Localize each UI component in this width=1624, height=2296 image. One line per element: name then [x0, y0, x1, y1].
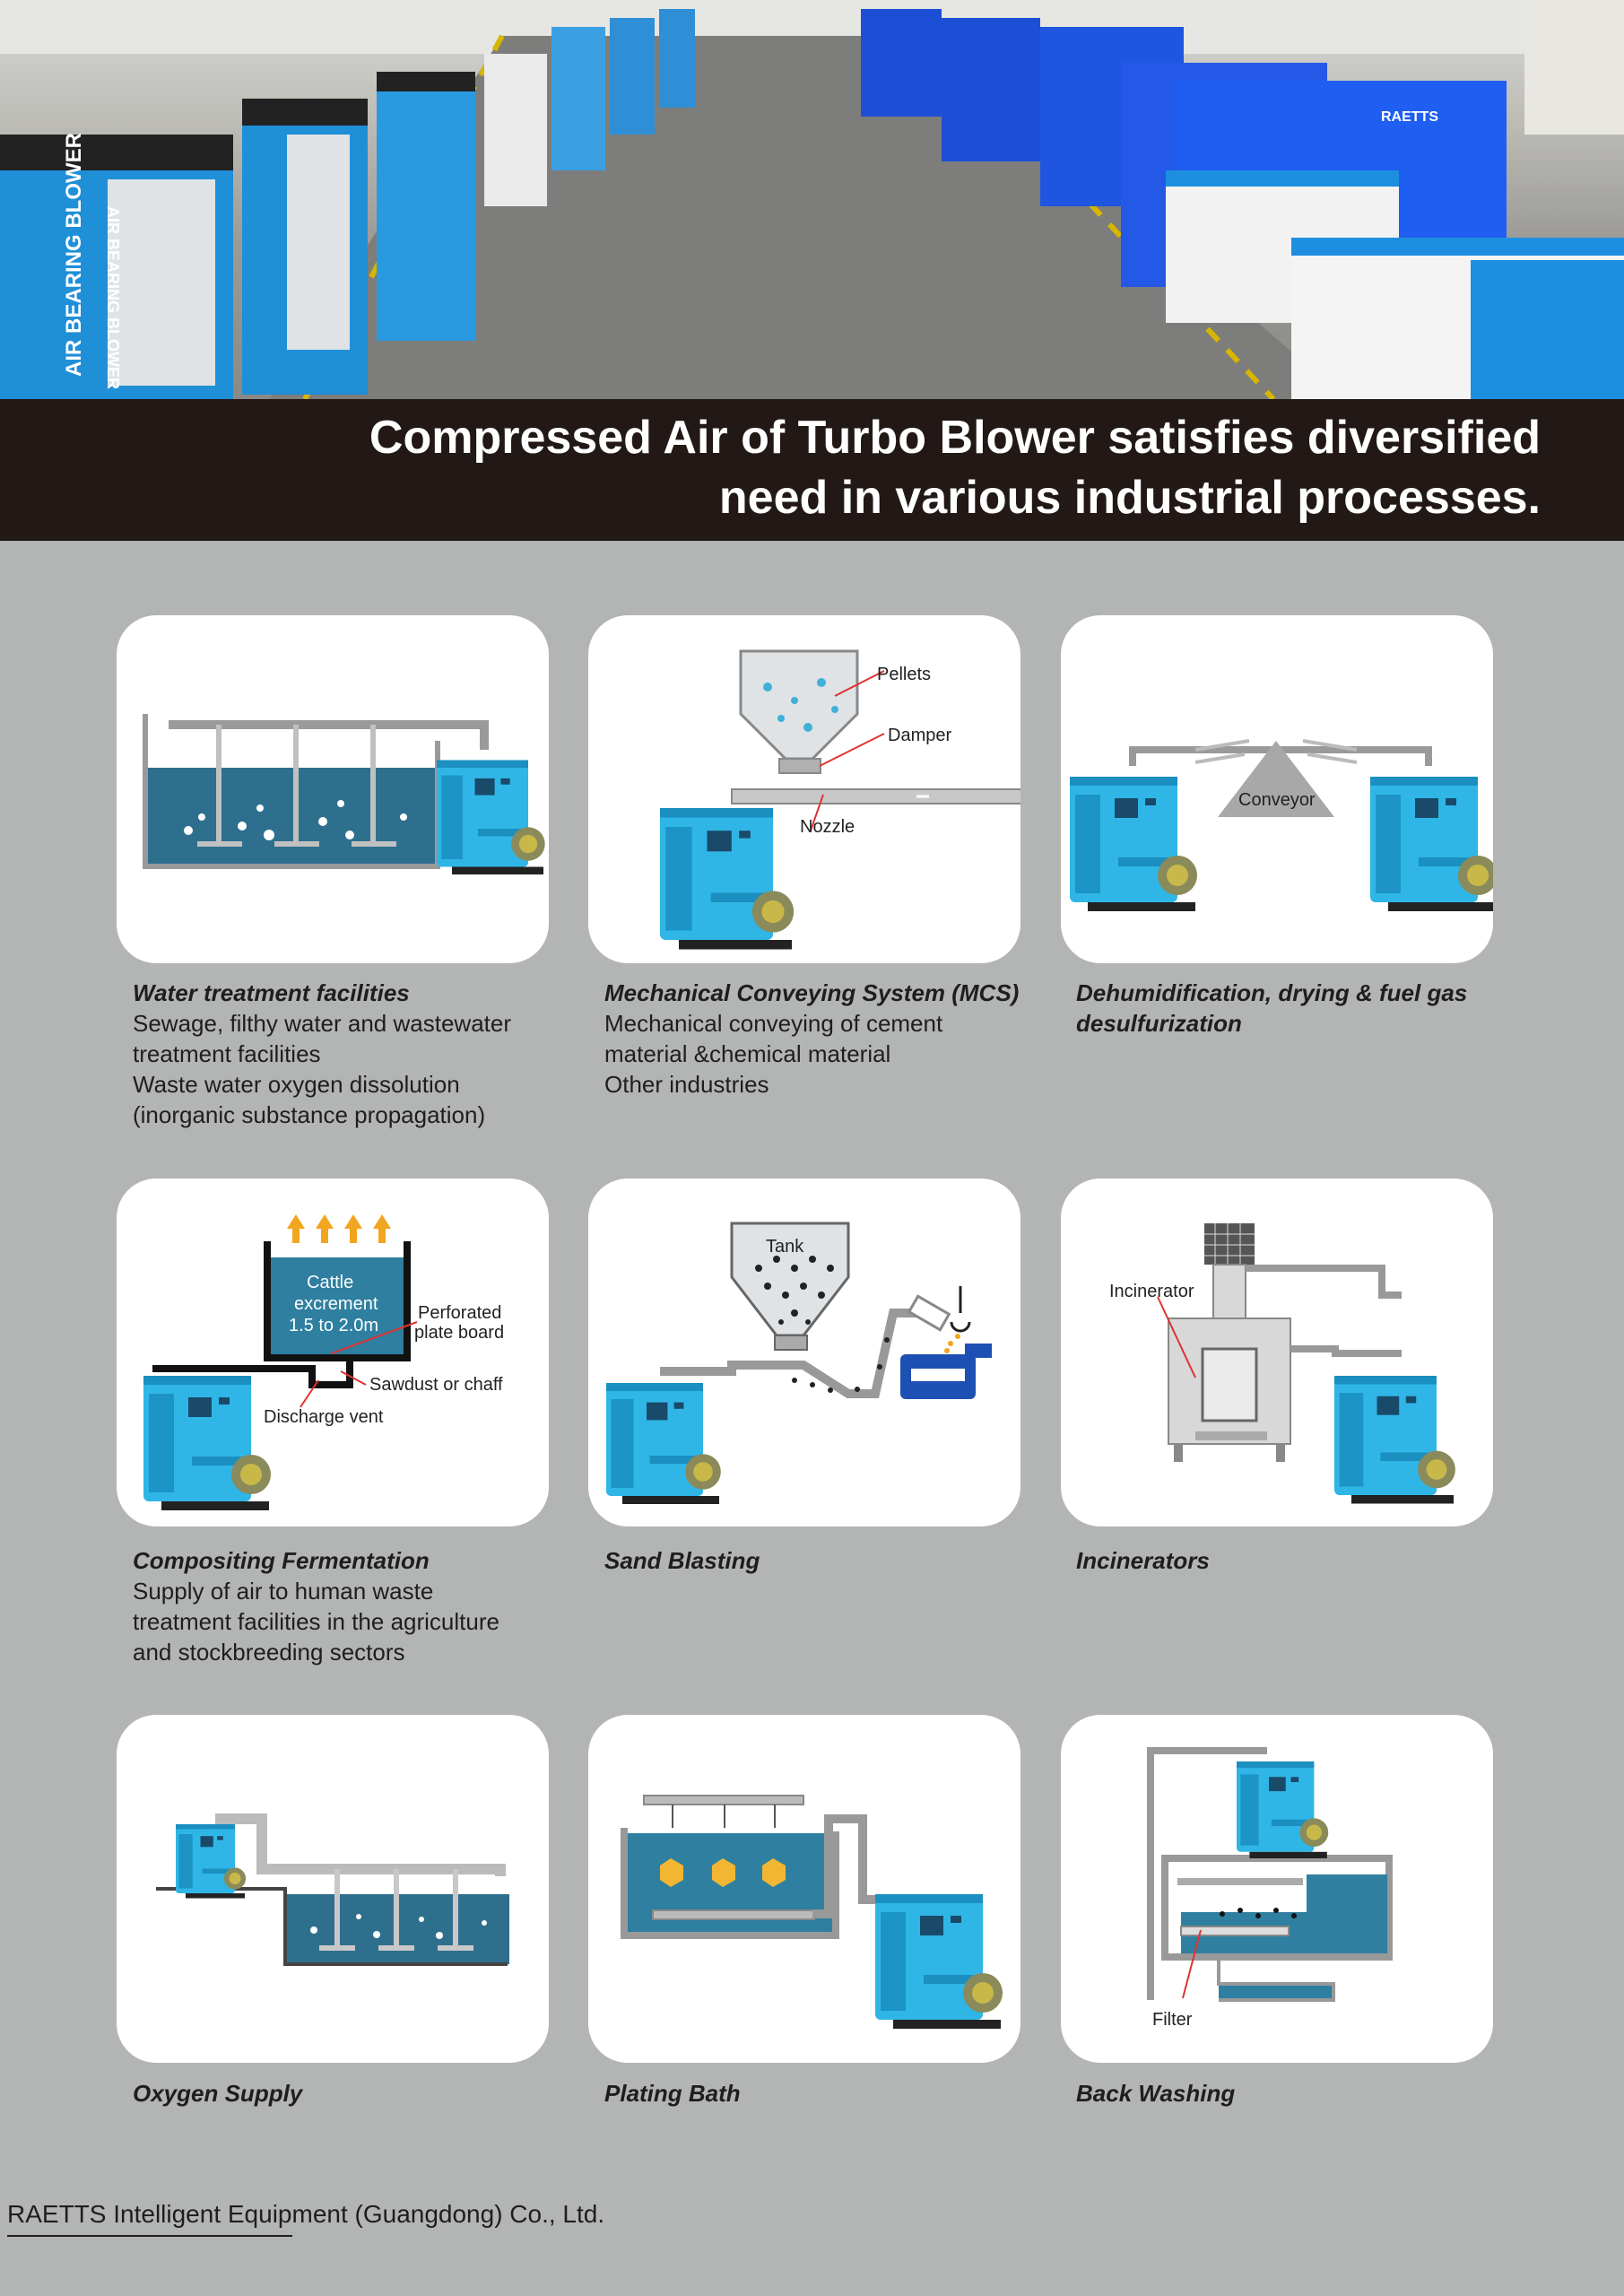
caption-water-treatment: Water treatment facilities Sewage, filth…	[133, 978, 554, 1130]
hero-brand: RAETTS	[1381, 109, 1438, 125]
card-sand-blasting: Tank	[588, 1178, 1020, 1526]
caption-mechanical-conveying: Mechanical Conveying System (MCS) Mechan…	[604, 978, 1026, 1100]
card-incinerators: Incinerator	[1061, 1178, 1493, 1526]
label-plate-board: plate board	[414, 1323, 504, 1343]
machine-text-1: AIR BEARING BLOWER	[62, 133, 86, 377]
dehumidification-diagram: Conveyor	[1070, 739, 1493, 911]
caption-line: material &chemical material	[604, 1040, 891, 1067]
caption-sand-blasting: Sand Blasting	[604, 1545, 1026, 1576]
label-nozzle: Nozzle	[800, 817, 855, 837]
caption-line: Supply of air to human waste	[133, 1578, 434, 1605]
page-title-line-1: Compressed Air of Turbo Blower satisfies…	[369, 412, 1541, 464]
caption-title: Back Washing	[1076, 2080, 1236, 2107]
footer-underline	[7, 2235, 292, 2237]
label-cattle: Cattle	[307, 1273, 353, 1292]
caption-line: treatment facilities	[133, 1040, 321, 1067]
card-oxygen-supply	[117, 1715, 549, 2063]
label-sawdust: Sawdust or chaff	[369, 1375, 503, 1395]
composting-diagram: Cattle excrement 1.5 to 2.0m Perforated …	[143, 1214, 504, 1510]
caption-line: Other industries	[604, 1071, 769, 1098]
company-name: RAETTS Intelligent Equipment (Guangdong)…	[7, 2200, 605, 2228]
card-composting: Cattle excrement 1.5 to 2.0m Perforated …	[117, 1178, 549, 1526]
caption-title: Mechanical Conveying System (MCS)	[604, 979, 1020, 1006]
label-conveyor: Conveyor	[1238, 790, 1316, 810]
caption-title: Compositing Fermentation	[133, 1547, 430, 1574]
card-back-washing: Filter	[1061, 1715, 1493, 2063]
warehouse-illustration: AIR BEARING BLOWER AIR BEARING BLOWER RA…	[0, 0, 1624, 399]
label-filter: Filter	[1152, 2010, 1193, 2030]
caption-title: Plating Bath	[604, 2080, 741, 2107]
label-tank: Tank	[766, 1237, 804, 1257]
caption-line: Waste water oxygen dissolution	[133, 1071, 460, 1098]
title-banner: Compressed Air of Turbo Blower satisfies…	[0, 399, 1624, 541]
water-treatment-diagram	[143, 714, 545, 874]
caption-title-line-2: desulfurization	[1076, 1010, 1242, 1037]
caption-title: Sand Blasting	[604, 1547, 760, 1574]
page-title-line-2: need in various industrial processes.	[718, 472, 1541, 524]
oxygen-supply-diagram	[156, 1813, 509, 1966]
label-incinerator: Incinerator	[1109, 1282, 1194, 1301]
caption-line: Sewage, filthy water and wastewater	[133, 1010, 511, 1037]
caption-incinerators: Incinerators	[1076, 1545, 1498, 1576]
caption-back-washing: Back Washing	[1076, 2078, 1498, 2109]
label-discharge-vent: Discharge vent	[264, 1407, 384, 1427]
label-depth: 1.5 to 2.0m	[289, 1316, 378, 1335]
label-perforated: Perforated	[418, 1303, 501, 1323]
page-title: Compressed Air of Turbo Blower satisfies…	[195, 408, 1541, 528]
mcs-diagram: Pellets Damper Nozzle	[660, 649, 1020, 950]
machine-text-2: AIR BEARING BLOWER	[104, 206, 122, 389]
incinerator-diagram: Incinerator	[1109, 1223, 1455, 1504]
caption-oxygen-supply: Oxygen Supply	[133, 2078, 554, 2109]
sand-blasting-diagram: Tank	[606, 1222, 992, 1504]
caption-title: Water treatment facilities	[133, 979, 410, 1006]
caption-plating-bath: Plating Bath	[604, 2078, 1026, 2109]
label-damper: Damper	[888, 726, 951, 745]
plating-bath-diagram	[621, 1795, 1003, 2029]
caption-dehumidification: Dehumidification, drying & fuel gas desu…	[1076, 978, 1498, 1039]
caption-composting: Compositing Fermentation Supply of air t…	[133, 1545, 554, 1667]
label-pellets: Pellets	[877, 665, 931, 684]
caption-title: Oxygen Supply	[133, 2080, 303, 2107]
caption-title: Incinerators	[1076, 1547, 1210, 1574]
card-plating-bath	[588, 1715, 1020, 2063]
caption-line: treatment facilities in the agriculture	[133, 1608, 499, 1635]
caption-line: and stockbreeding sectors	[133, 1639, 405, 1665]
hero-photo: AIR BEARING BLOWER AIR BEARING BLOWER RA…	[0, 0, 1624, 399]
card-dehumidification: Conveyor	[1061, 615, 1493, 963]
card-mechanical-conveying: Pellets Damper Nozzle	[588, 615, 1020, 963]
caption-line: Mechanical conveying of cement	[604, 1010, 943, 1037]
caption-line: (inorganic substance propagation)	[133, 1101, 486, 1128]
caption-title: Dehumidification, drying & fuel gas	[1076, 979, 1468, 1006]
back-washing-diagram: Filter	[1147, 1747, 1393, 2030]
card-water-treatment	[117, 615, 549, 963]
label-excrement: excrement	[294, 1294, 378, 1314]
